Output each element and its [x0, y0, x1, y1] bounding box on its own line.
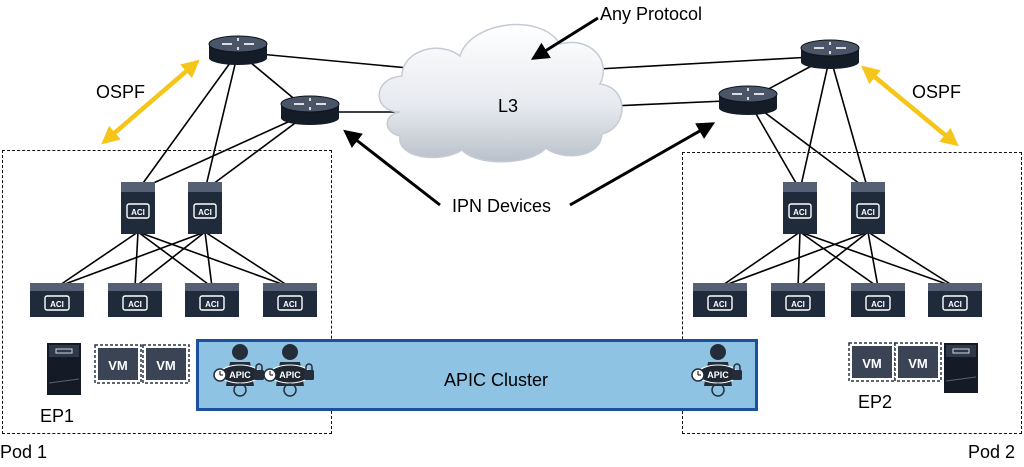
aci-spine-switch-icon: ACI	[851, 182, 885, 234]
aci-leaf-switch-icon: ACI	[771, 283, 825, 317]
vm-badge: VM	[862, 356, 882, 371]
router-icon	[208, 35, 268, 65]
apic-badge: APIC	[707, 370, 729, 380]
aci-spine-switch-icon: ACI	[121, 182, 155, 234]
aci-badge: ACI	[50, 300, 64, 309]
vm-icon: VM	[848, 342, 896, 382]
aci-badge: ACI	[283, 300, 297, 309]
ipn-devices-label: IPN Devices	[452, 196, 552, 216]
ospf-right-label: OSPF	[912, 82, 962, 102]
vm-badge: VM	[908, 356, 928, 371]
pod1-boundary	[2, 150, 332, 434]
aci-badge: ACI	[198, 208, 212, 217]
aci-leaf-switch-icon: ACI	[928, 283, 982, 317]
aci-leaf-switch-icon: ACI	[851, 283, 905, 317]
apic-controller-icon: APIC	[213, 344, 264, 397]
vm-icon: VM	[894, 342, 942, 382]
aci-leaf-switch-icon: ACI	[263, 283, 317, 317]
aci-leaf-switch-icon: ACI	[185, 283, 239, 317]
apic-cluster-label: APIC Cluster	[444, 370, 549, 390]
vm-badge: VM	[108, 358, 128, 373]
aci-leaf-switch-icon: ACI	[108, 283, 162, 317]
router-icon	[800, 39, 860, 69]
pod2-label: Pod 2	[968, 442, 1016, 462]
aci-badge: ACI	[871, 300, 885, 309]
server-icon	[47, 343, 81, 395]
aci-badge: ACI	[205, 300, 219, 309]
apic-badge: APIC	[229, 370, 251, 380]
vm-icon: VM	[94, 344, 142, 384]
router-icon	[280, 95, 340, 125]
server-icon	[944, 343, 978, 393]
cloud-icon	[378, 23, 623, 163]
aci-spine-switch-icon: ACI	[783, 182, 817, 234]
apic-badge: APIC	[279, 370, 301, 380]
aci-leaf-switch-icon: ACI	[693, 283, 747, 317]
aci-badge: ACI	[793, 208, 807, 217]
l3-label: L3	[498, 96, 519, 116]
aci-badge: ACI	[861, 208, 875, 217]
aci-badge: ACI	[713, 300, 727, 309]
ep1-label: EP1	[40, 406, 75, 426]
any-protocol-label: Any Protocol	[600, 4, 703, 24]
apic-controller-icon: APIC	[691, 344, 742, 397]
vm-icon: VM	[142, 344, 190, 384]
aci-badge: ACI	[131, 208, 145, 217]
vm-badge: VM	[156, 358, 176, 373]
ep2-label: EP2	[858, 392, 893, 412]
pod2-boundary	[682, 152, 1022, 434]
aci-leaf-switch-icon: ACI	[30, 283, 84, 317]
apic-controller-icon: APIC	[263, 344, 314, 397]
router-icon	[718, 85, 778, 115]
aci-spine-switch-icon: ACI	[188, 182, 222, 234]
aci-badge: ACI	[128, 300, 142, 309]
pod1-label: Pod 1	[0, 442, 48, 462]
ospf-left-label: OSPF	[96, 82, 146, 102]
aci-badge: ACI	[948, 300, 962, 309]
aci-badge: ACI	[791, 300, 805, 309]
